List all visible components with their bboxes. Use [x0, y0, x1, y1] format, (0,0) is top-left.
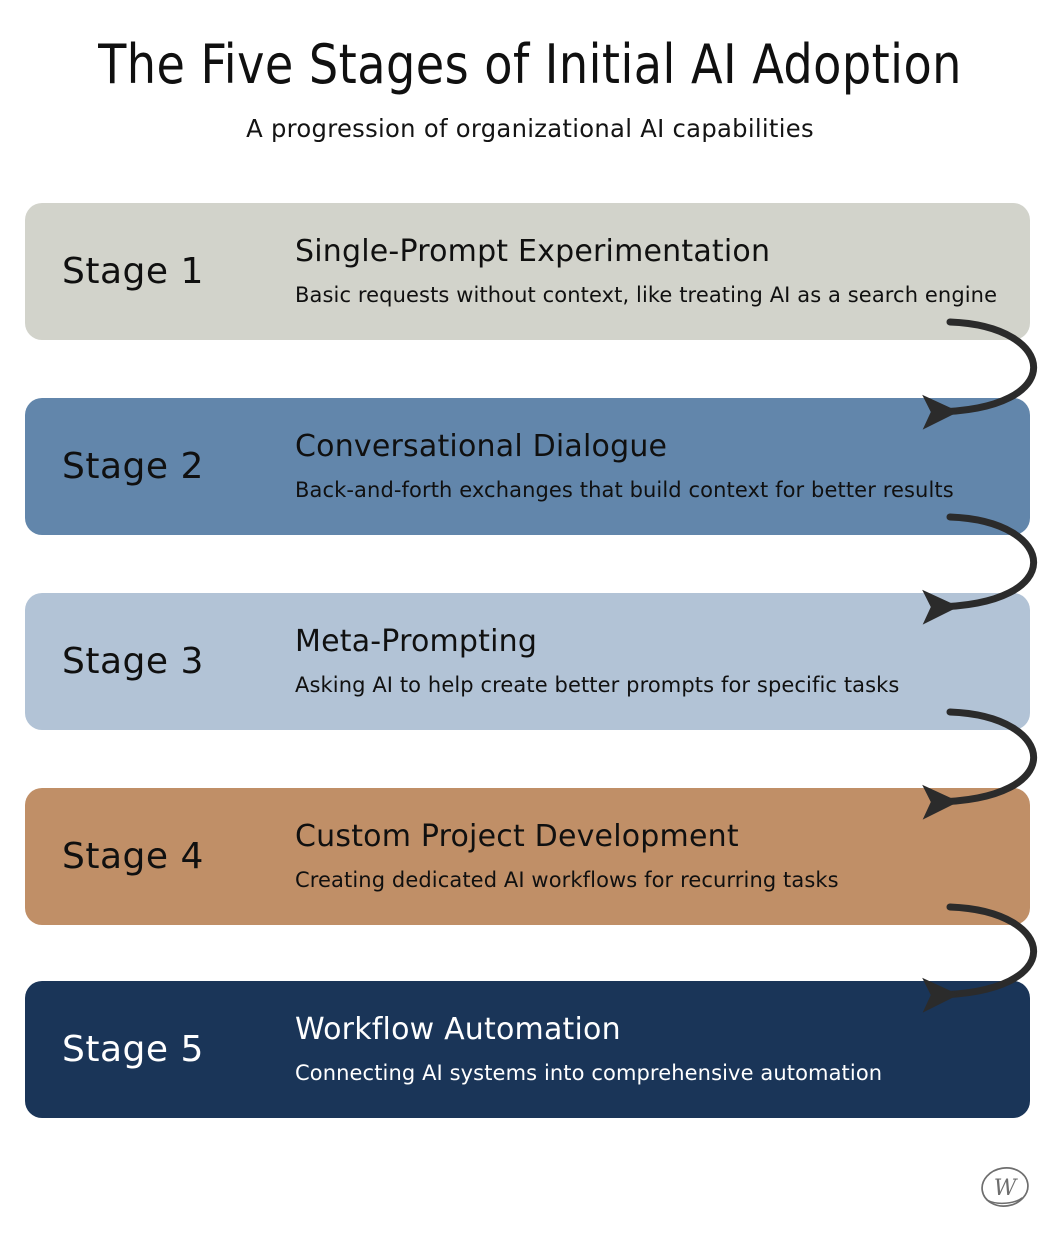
stage-number-label-2: Stage 2 [62, 445, 204, 487]
stage-heading-1: Single-Prompt Experimentation [295, 233, 771, 269]
stage-row-4[interactable]: Stage 4 Custom Project Development Creat… [25, 788, 1030, 925]
stage-row-2[interactable]: Stage 2 Conversational Dialogue Back-and… [25, 398, 1030, 535]
stage-number-label-4: Stage 4 [62, 835, 204, 877]
stage-heading-3: Meta-Prompting [295, 623, 538, 659]
stage-row-1[interactable]: Stage 1 Single-Prompt Experimentation Ba… [25, 203, 1030, 340]
watermark-flourish-icon [986, 1197, 1023, 1205]
stage-description-5: Connecting AI systems into comprehensive… [295, 1061, 883, 1086]
stage-description-2: Back-and-forth exchanges that build cont… [295, 478, 954, 503]
stage-heading-5: Workflow Automation [295, 1011, 621, 1047]
stage-content-2: Conversational Dialogue Back-and-forth e… [295, 428, 1014, 504]
stage-number-label-5: Stage 5 [62, 1028, 204, 1070]
stage-description-1: Basic requests without context, like tre… [295, 283, 998, 308]
stage-content-4: Custom Project Development Creating dedi… [295, 818, 1014, 894]
stage-description-4: Creating dedicated AI workflows for recu… [295, 868, 839, 893]
watermark-logo: W [981, 1167, 1029, 1207]
watermark-letter: W [994, 1176, 1019, 1201]
page-subtitle: A progression of organizational AI capab… [246, 114, 814, 143]
header: The Five Stages of Initial AI Adoption A… [0, 0, 1060, 144]
stage-list: Stage 1 Single-Prompt Experimentation Ba… [0, 203, 1060, 1118]
stage-description-3: Asking AI to help create better prompts … [295, 673, 900, 698]
watermark-circle-icon [981, 1167, 1029, 1207]
stage-heading-4: Custom Project Development [295, 818, 739, 854]
stage-number-label-1: Stage 1 [62, 250, 204, 292]
page-title: The Five Stages of Initial AI Adoption [98, 33, 962, 96]
stage-content-5: Workflow Automation Connecting AI system… [295, 1011, 1014, 1087]
stage-number-label-3: Stage 3 [62, 640, 204, 682]
stage-row-3[interactable]: Stage 3 Meta-Prompting Asking AI to help… [25, 593, 1030, 730]
stage-content-3: Meta-Prompting Asking AI to help create … [295, 623, 1014, 699]
stage-row-5[interactable]: Stage 5 Workflow Automation Connecting A… [25, 981, 1030, 1118]
stage-content-1: Single-Prompt Experimentation Basic requ… [295, 233, 1014, 309]
stage-heading-2: Conversational Dialogue [295, 428, 668, 464]
